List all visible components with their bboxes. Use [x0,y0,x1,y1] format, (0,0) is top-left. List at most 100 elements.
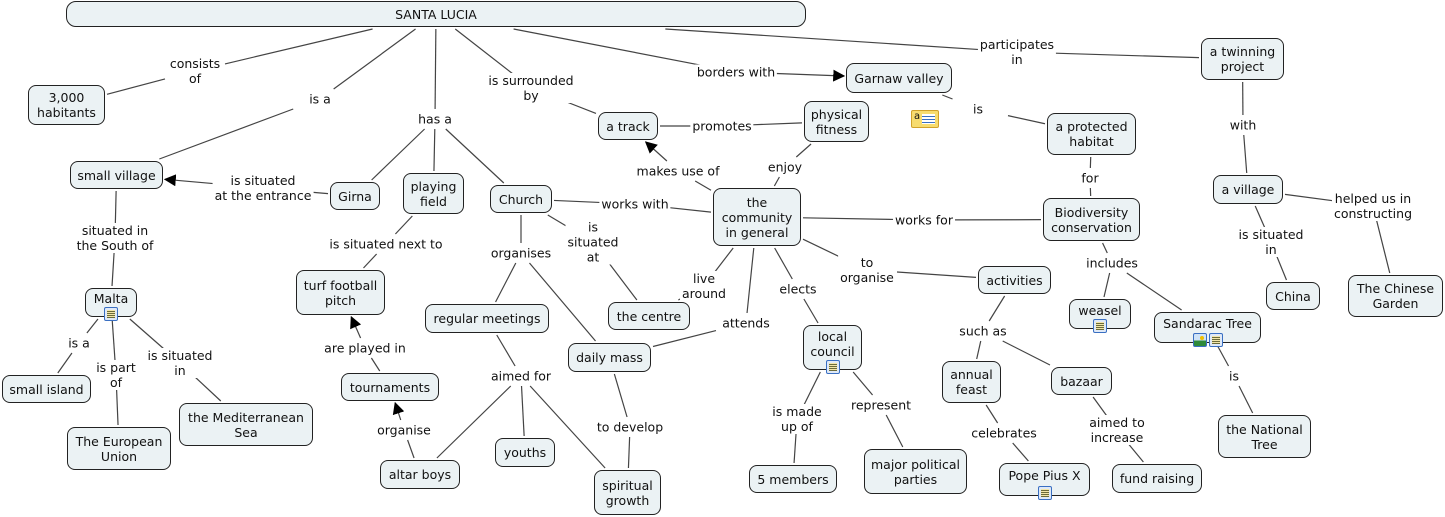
linking-phrase-to-organise[interactable]: to organise [838,255,896,285]
concept-a-track[interactable]: a track [598,112,658,140]
concept-youths[interactable]: youths [495,438,555,467]
connection-line [495,262,517,303]
connection-line [115,384,119,426]
connection-line [1012,442,1029,462]
concept-five-members[interactable]: 5 members [749,465,837,493]
document-resource-icon[interactable] [1037,486,1052,500]
linking-phrase-for[interactable]: for [1079,170,1101,186]
linking-phrase-consists-of[interactable]: consists of [167,56,223,86]
concept-biodiversity[interactable]: Biodiversity conservation [1043,198,1140,241]
connection-line [885,414,904,448]
connection-line [1238,385,1254,414]
linking-phrase-is-made-up-of[interactable]: is made up of [770,404,824,434]
concept-activities[interactable]: activities [978,266,1051,294]
concept-regular-meetings[interactable]: regular meetings [425,304,549,333]
linking-phrase-is-situated-entrance[interactable]: is situated at the entrance [212,173,314,203]
linking-phrase-attends[interactable]: attends [720,315,772,331]
concept-bazaar[interactable]: bazaar [1051,367,1112,395]
concept-tournaments[interactable]: tournaments [341,373,439,401]
linking-phrase-enjoy[interactable]: enjoy [765,159,805,175]
concept-protected-habitat[interactable]: a protected habitat [1047,113,1136,155]
connection-line [746,247,755,314]
concept-santa-lucia[interactable]: SANTA LUCIA [66,1,806,27]
linking-phrase-promotes[interactable]: promotes [690,118,754,134]
linking-phrase-is-3[interactable]: is [1227,368,1241,384]
linking-phrase-has-a[interactable]: has a [416,111,454,127]
linking-phrase-works-with[interactable]: works with [599,196,671,212]
linking-phrase-live-around[interactable]: live around [680,271,728,301]
concept-daily-mass[interactable]: daily mass [568,343,651,372]
connection-line [988,295,1006,322]
document-resource-icon[interactable] [825,360,840,374]
concept-a-village[interactable]: a village [1213,175,1283,204]
concept-national-tree[interactable]: the National Tree [1218,415,1311,458]
linking-phrase-works-for[interactable]: works for [893,212,955,228]
concept-girna[interactable]: Girna [330,182,380,210]
concept-playing-field[interactable]: playing field [403,173,464,214]
connection-line [1216,344,1230,367]
document-resource-icon[interactable] [1208,333,1223,347]
linking-phrase-next-to[interactable]: is situated next to [327,236,445,252]
concept-mediterranean[interactable]: the Mediterranean Sea [179,403,313,446]
annotation-note-icon[interactable]: a [911,110,939,128]
concept-label: bazaar [1060,373,1103,389]
linking-phrase-organise[interactable]: organise [375,422,433,438]
concept-fund-raising[interactable]: fund raising [1112,464,1202,493]
concept-label: the centre [616,308,682,324]
linking-phrase-helped-us[interactable]: helped us in constructing [1331,191,1415,221]
concept-garnaw-valley[interactable]: Garnaw valley [846,63,952,93]
linking-phrase-such-as[interactable]: such as [957,323,1009,339]
document-resource-icon[interactable] [104,307,118,321]
linking-phrase-includes[interactable]: includes [1084,255,1140,271]
linking-phrase-is-2[interactable]: is [971,101,985,117]
concept-twinning-project[interactable]: a twinning project [1201,38,1284,80]
linking-phrase-represent[interactable]: represent [848,397,914,413]
connection-line [627,436,631,469]
linking-phrase-celebrates[interactable]: celebrates [969,425,1039,441]
linking-phrase-aimed-to-increase[interactable]: aimed to increase [1087,415,1147,445]
concept-label: a track [606,118,650,134]
linking-phrase-is-part-of[interactable]: is part of [94,360,138,390]
concept-small-village[interactable]: small village [70,161,163,189]
linking-phrase-is-situated-in[interactable]: is situated in [145,348,215,378]
concept-political-parties[interactable]: major political parties [864,449,967,494]
concept-physical-fitness[interactable]: physical fitness [804,101,869,142]
concept-small-island[interactable]: small island [2,375,91,403]
concept-church[interactable]: Church [490,185,552,213]
connection-line [433,128,436,172]
linking-phrase-makes-use-of[interactable]: makes use of [634,163,722,179]
concept-habitants[interactable]: 3,000 habitants [28,85,105,125]
linking-phrase-with[interactable]: with [1227,117,1259,133]
linking-phrase-is-surrounded-by[interactable]: is surrounded by [486,73,576,103]
linking-phrase-elects[interactable]: elects [777,281,819,297]
concept-european-union[interactable]: The European Union [67,427,171,470]
document-resource-icon[interactable] [1093,319,1107,333]
linking-phrase-is-a-1[interactable]: is a [307,91,333,107]
linking-phrase-is-situated-at[interactable]: is situated at [565,219,621,265]
concept-community[interactable]: the community in general [713,188,801,246]
concept-chinese-garden[interactable]: The Chinese Garden [1348,275,1443,317]
linking-phrase-organises[interactable]: organises [488,245,554,261]
linking-phrase-is-a-2[interactable]: is a [66,335,92,351]
concept-altar-boys[interactable]: altar boys [380,460,460,489]
concept-sandarac[interactable]: Sandarac Tree [1154,312,1261,343]
linking-phrase-to-develop[interactable]: to develop [594,419,666,435]
linking-phrase-situated-south[interactable]: situated in the South of [74,223,156,253]
note-lines [922,114,935,124]
concept-weasel[interactable]: weasel [1069,299,1131,329]
concept-spiritual-growth[interactable]: spiritual growth [594,470,661,515]
linking-phrase-borders-with[interactable]: borders with [694,64,778,80]
linking-phrase-situated-in-china[interactable]: is situated in [1236,227,1306,257]
concept-turf-pitch[interactable]: turf football pitch [296,270,385,315]
connection-line [86,318,99,334]
concept-annual-feast[interactable]: annual feast [942,361,1001,403]
connection-line [1046,52,1200,59]
linking-phrase-are-played-in[interactable]: are played in [322,340,408,356]
concept-china[interactable]: China [1266,282,1320,310]
linking-phrase-participates-in[interactable]: participates in [977,37,1057,67]
linking-phrase-aimed-for[interactable]: aimed for [488,368,554,384]
concept-label: Malta [93,291,129,306]
concept-the-centre[interactable]: the centre [608,302,690,330]
connection-line [985,404,999,424]
image-resource-icon[interactable] [1192,333,1207,347]
